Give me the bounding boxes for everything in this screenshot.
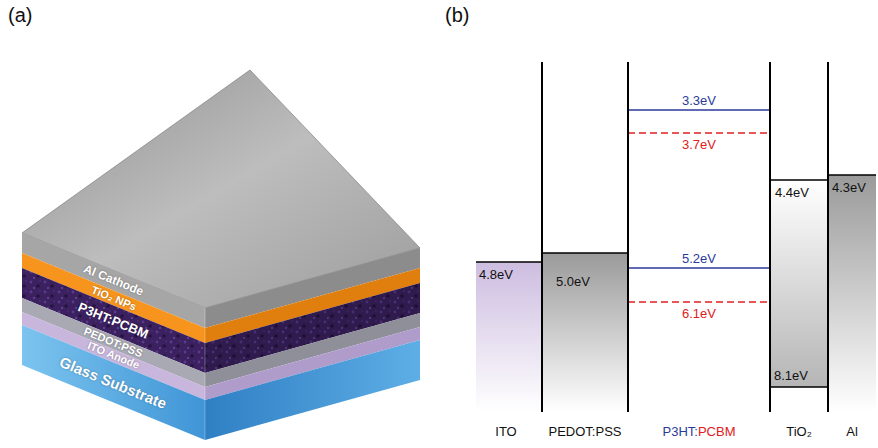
energy-level: 8.1eV <box>774 368 808 383</box>
energy-level: 4.8eV <box>479 267 513 282</box>
panel-letter: (b) <box>445 4 469 27</box>
layer-label: P3HT:PCBM <box>663 424 736 439</box>
layer-label: Al <box>846 424 858 439</box>
layer-label: TiO₂ <box>786 424 812 439</box>
layer-label: ITO <box>495 424 516 439</box>
layer-label: PEDOT:PSS <box>549 424 622 439</box>
energy-level: 4.3eV <box>832 180 866 195</box>
energy-level: 5.2eV <box>682 251 716 266</box>
energy-level: 6.1eV <box>682 306 716 321</box>
energy-level: 3.7eV <box>682 137 716 152</box>
energy-level: 4.4eV <box>775 185 809 200</box>
panel-letter: (a) <box>8 4 32 27</box>
energy-level: 3.3eV <box>682 93 716 108</box>
energy-level: 5.0eV <box>556 274 590 289</box>
